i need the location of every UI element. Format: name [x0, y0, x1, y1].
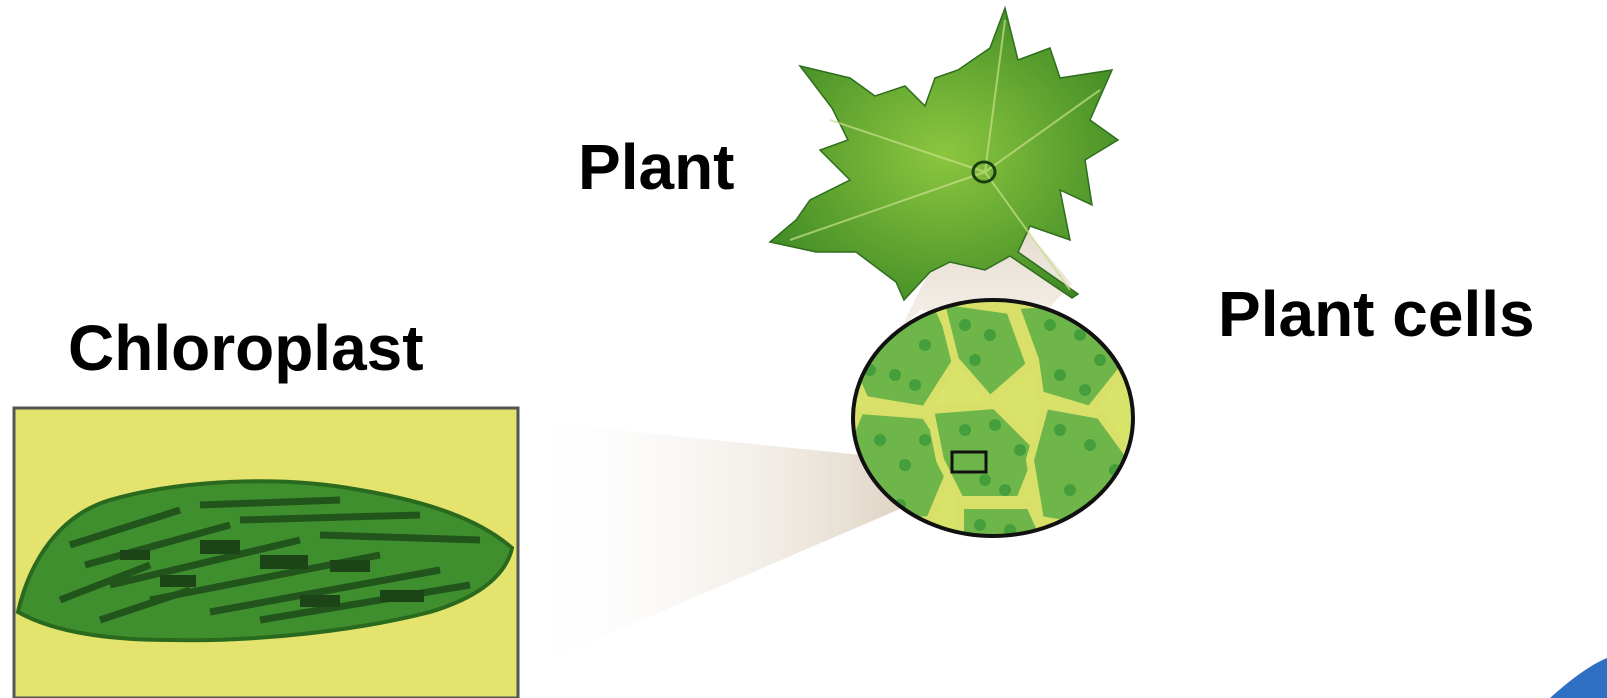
chloroplast-label: Chloroplast [68, 316, 424, 380]
corner-accent [1550, 658, 1607, 698]
plant-label: Plant [578, 135, 734, 199]
maple-leaf-icon [770, 8, 1118, 300]
cell-micrograph-circle [835, 300, 1140, 560]
plant-cells-label: Plant cells [1218, 282, 1535, 346]
chloroplast-micrograph [14, 408, 518, 698]
